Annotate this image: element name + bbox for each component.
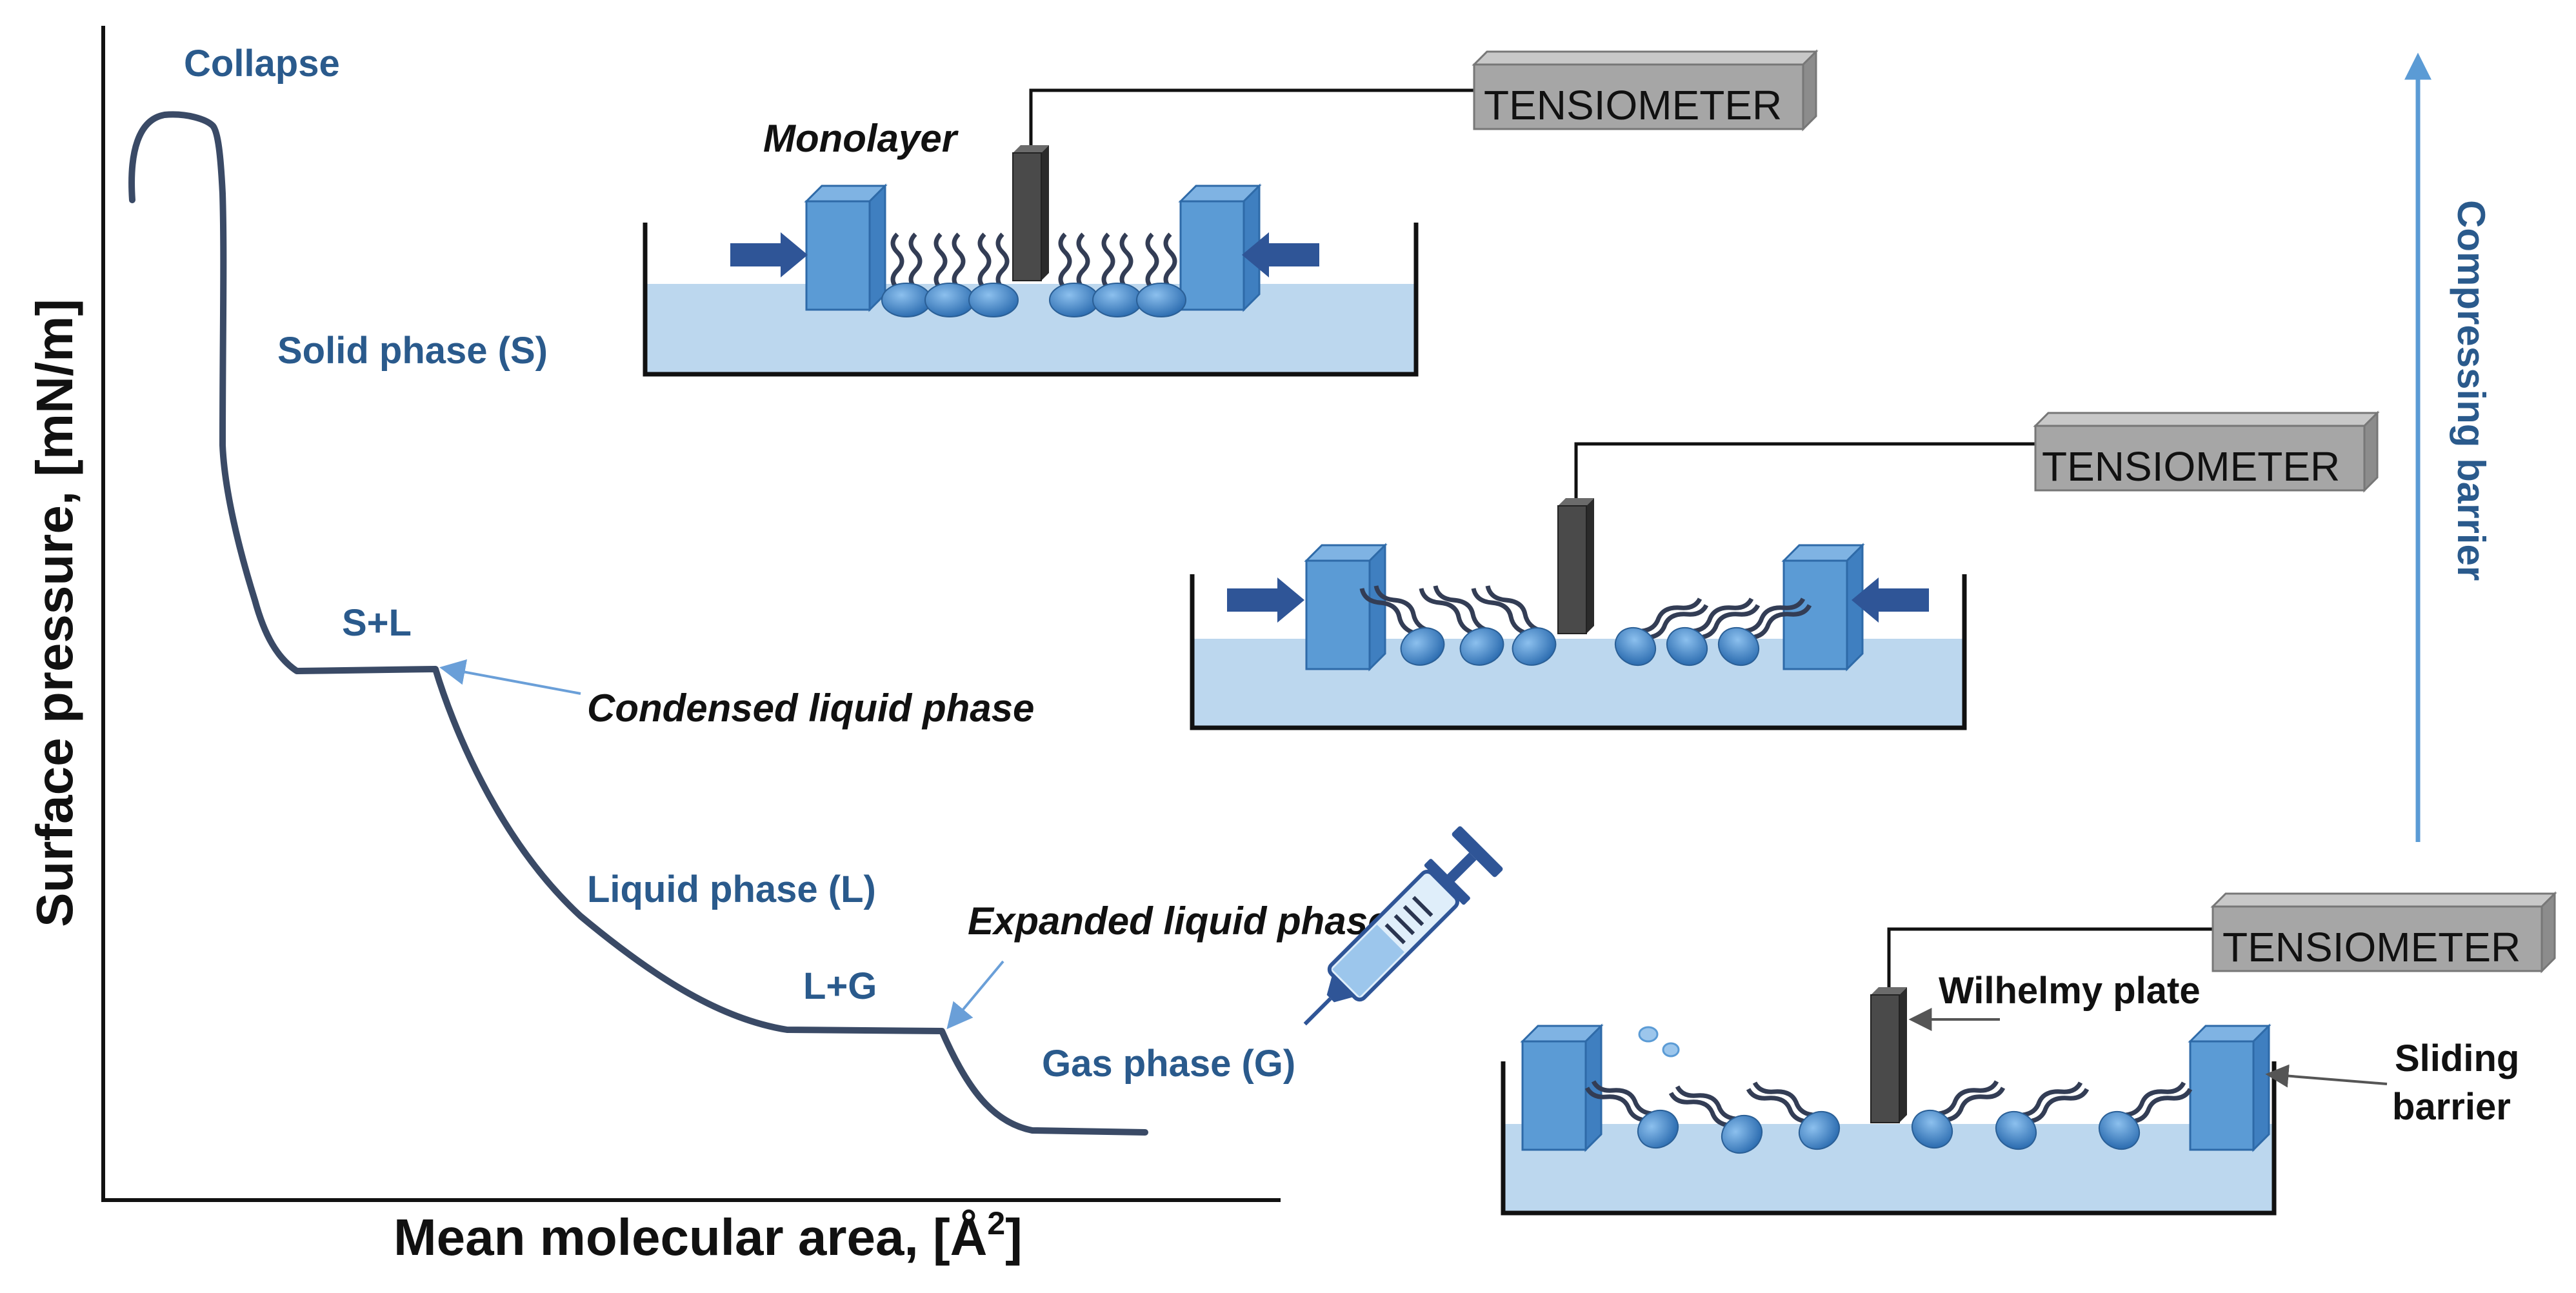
push-arrow-left <box>730 232 808 277</box>
molecule-upright <box>925 234 974 317</box>
compressing-barrier-label: Compressing barrier <box>2450 200 2493 581</box>
condensed-pointer-arrow <box>439 659 581 695</box>
tensiometer-label: TENSIOMETER <box>1484 82 1782 128</box>
water-surface <box>645 284 1416 373</box>
wilhelmy-plate <box>1557 497 1595 634</box>
x-axis-label: Mean molecular area, [Å2] <box>394 1205 1023 1266</box>
label-l-plus-g: L+G <box>803 965 877 1007</box>
wilhelmy-plate <box>1870 987 1908 1123</box>
tensiometer-wire <box>1887 927 2216 987</box>
expanded-pointer-arrow <box>946 960 1004 1030</box>
molecule-upright <box>969 234 1018 317</box>
push-arrow-right <box>1852 577 1929 623</box>
label-gas-phase: Gas phase (G) <box>1042 1043 1295 1085</box>
trough-walls <box>1190 574 1967 730</box>
molecule-upright <box>882 234 931 317</box>
molecule-upright <box>1050 234 1099 317</box>
trough-walls <box>643 223 1419 377</box>
sliding-barrier-label-2: barrier <box>2392 1086 2511 1128</box>
wilhelmy-plate <box>1012 145 1050 281</box>
tensiometer-wire <box>1029 88 1477 145</box>
y-axis-label: Surface pressure, [mN/m] <box>26 299 83 927</box>
barrier-left <box>1305 544 1386 670</box>
tensiometer-label: TENSIOMETER <box>2222 924 2521 970</box>
molecule-upright <box>1137 234 1186 317</box>
push-arrow-right <box>1242 232 1319 277</box>
isotherm-curve <box>128 111 1148 1136</box>
syringe-icon <box>1303 826 1503 1026</box>
tensiometer-wire <box>1574 442 2039 498</box>
isotherm-plot: Surface pressure, [mN/m] Mean molecular … <box>26 26 1389 1266</box>
tensiometer-box: TENSIOMETER <box>2033 410 2380 493</box>
tensiometer-box: TENSIOMETER <box>1472 49 1819 132</box>
sliding-pointer-arrow <box>2265 1064 2388 1088</box>
water-surface <box>1503 1124 2274 1211</box>
barrier-right <box>1179 185 1261 311</box>
trough-solid-state: TENSIOMETER Monolayer <box>643 49 1819 377</box>
push-arrow-left <box>1227 577 1304 623</box>
tensiometer-label: TENSIOMETER <box>2042 443 2340 490</box>
molecule-upright <box>1093 234 1142 317</box>
droplet <box>1662 1042 1680 1057</box>
tensiometer-box: TENSIOMETER <box>2210 891 2557 974</box>
trough-liquid-state: TENSIOMETER <box>1190 410 2380 730</box>
trough-walls <box>1501 1061 2277 1216</box>
monolayer-label: Monolayer <box>763 117 959 160</box>
label-liquid-phase: Liquid phase (L) <box>587 868 876 910</box>
x-axis-label-sup: 2 <box>987 1205 1005 1241</box>
label-s-plus-l: S+L <box>342 602 412 644</box>
x-axis-label-main: Mean molecular area, [Å <box>394 1208 987 1266</box>
droplet <box>1638 1026 1659 1043</box>
compressing-indicator: Compressing barrier <box>2404 52 2493 842</box>
x-axis-label-end: ] <box>1005 1208 1023 1266</box>
barrier-right <box>2189 1025 2270 1151</box>
trough-gas-state: TENSIOMETER Wilhelmy plate Sliding barri… <box>1303 826 2557 1216</box>
label-expanded-liquid: Expanded liquid phase <box>968 899 1389 943</box>
label-solid-phase: Solid phase (S) <box>277 330 548 372</box>
wilhelmy-plate-label: Wilhelmy plate <box>1939 970 2201 1012</box>
sliding-barrier-label-1: Sliding <box>2395 1037 2519 1079</box>
barrier-left <box>805 185 886 311</box>
label-collapse: Collapse <box>184 43 340 85</box>
label-condensed-liquid: Condensed liquid phase <box>587 687 1034 730</box>
